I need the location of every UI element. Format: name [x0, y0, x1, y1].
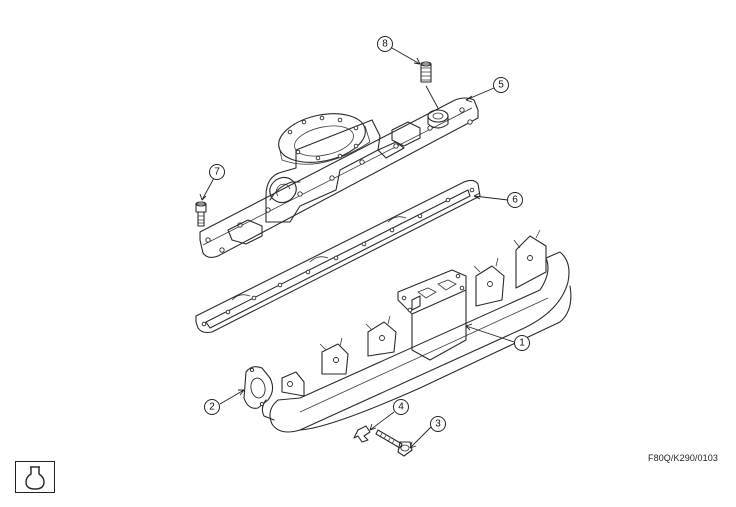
callout-8: 8 — [377, 36, 393, 52]
upper-cover-part — [199, 97, 479, 259]
callout-5-label: 5 — [498, 80, 504, 91]
leader-6 — [473, 195, 509, 201]
leader-2 — [219, 389, 245, 405]
callout-3-label: 3 — [435, 419, 441, 430]
figure-reference-code: F80Q/K290/0103 — [648, 453, 718, 463]
leader-7 — [201, 177, 215, 201]
callout-5: 5 — [493, 77, 509, 93]
removal-symbol-box — [15, 461, 55, 493]
leader-1 — [465, 325, 515, 343]
cover-bolt-part — [195, 201, 207, 227]
leader-8 — [391, 47, 421, 65]
exhaust-manifold-part — [261, 229, 572, 433]
removal-symbol-icon — [25, 466, 45, 490]
lock-plate-part — [353, 425, 371, 443]
callout-6-label: 6 — [512, 195, 518, 206]
callout-2-label: 2 — [209, 402, 215, 413]
callout-2: 2 — [204, 399, 220, 415]
threaded-plug-part — [420, 61, 439, 109]
leader-3 — [409, 425, 433, 449]
leader-4 — [369, 411, 395, 431]
callout-7: 7 — [209, 164, 225, 180]
callout-1-label: 1 — [519, 338, 525, 349]
callout-1: 1 — [514, 335, 530, 351]
manifold-bolt-part — [375, 429, 413, 457]
leader-5 — [465, 87, 495, 101]
callout-4: 4 — [393, 399, 409, 415]
callout-4-label: 4 — [398, 402, 404, 413]
callout-8-label: 8 — [382, 39, 388, 50]
flange-gasket-part — [243, 366, 274, 409]
callout-7-label: 7 — [214, 167, 220, 178]
cover-gasket-part — [195, 179, 481, 334]
callout-6: 6 — [507, 192, 523, 208]
callout-3: 3 — [430, 416, 446, 432]
